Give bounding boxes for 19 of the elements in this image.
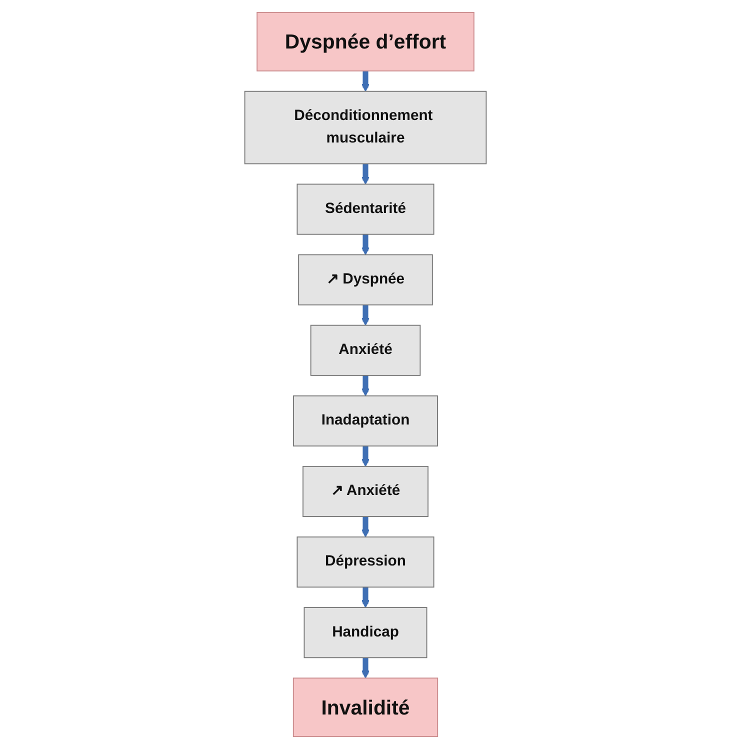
node-box: Anxiété bbox=[310, 324, 421, 376]
node-box: Déconditionnement musculaire bbox=[244, 90, 487, 164]
node-box: Sédentarité bbox=[296, 184, 434, 235]
node-box: Dyspnée d’effort bbox=[256, 12, 474, 72]
arrow bbox=[361, 656, 370, 678]
node-box: Dépression bbox=[296, 536, 434, 588]
arrow bbox=[361, 233, 370, 256]
node-box: Handicap bbox=[304, 607, 428, 658]
arrow bbox=[361, 444, 370, 467]
node-box: ↗ Anxiété bbox=[302, 466, 428, 517]
node-box: Invalidité bbox=[292, 678, 438, 738]
node-box: ↗ Dyspnée bbox=[298, 254, 433, 306]
arrow bbox=[361, 162, 370, 185]
node-box: Inadaptation bbox=[293, 395, 438, 446]
arrow bbox=[361, 586, 370, 608]
arrow bbox=[361, 374, 370, 396]
arrow bbox=[361, 70, 370, 92]
arrow bbox=[361, 515, 370, 538]
arrow bbox=[361, 304, 370, 326]
